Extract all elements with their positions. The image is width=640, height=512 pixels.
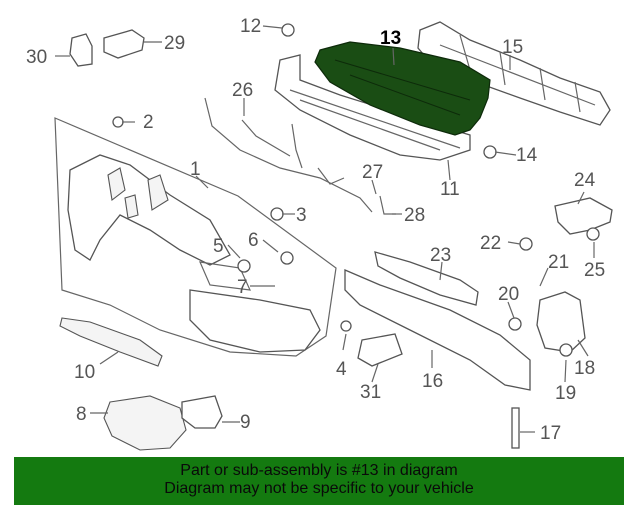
callout-12: 12: [240, 16, 261, 37]
callout-8: 8: [76, 404, 87, 425]
part-10-shape: [59, 317, 163, 367]
callout-28: 28: [404, 205, 425, 226]
callout-1: 1: [190, 159, 201, 180]
part-8-shape: [103, 395, 187, 451]
part-11-shape: [274, 54, 471, 161]
callout-26: 26: [232, 80, 253, 101]
part-31-shape: [357, 333, 403, 367]
leader-lines: [55, 25, 595, 433]
callout-17: 17: [540, 423, 561, 444]
callout-11: 11: [440, 179, 460, 200]
part-26-28-wiring: [204, 97, 396, 215]
part-16-shape: [344, 269, 531, 391]
callout-3: 3: [296, 205, 307, 226]
callout-labels: 1 2 3 4 5 6 7 8 9 10 11 12 13 14 15 16 1…: [26, 16, 605, 444]
part-29-30-shapes: [69, 29, 145, 67]
banner-line-2: Diagram may not be specific to your vehi…: [164, 480, 474, 497]
callout-29: 29: [164, 33, 185, 54]
callout-30: 30: [26, 47, 47, 68]
part-9-shape: [181, 395, 223, 429]
part-1-shape: [54, 117, 337, 357]
callout-9: 9: [240, 412, 251, 433]
callout-31: 31: [360, 382, 381, 403]
callout-25: 25: [584, 260, 605, 281]
callout-5: 5: [213, 236, 224, 257]
callout-23: 23: [430, 245, 451, 266]
parts-diagram: 1 2 3 4 5 6 7 8 9 10 11 12 13 14 15 16 1…: [26, 16, 613, 451]
part-24-shape: [554, 197, 613, 235]
callout-18: 18: [574, 358, 595, 379]
callout-10: 10: [74, 362, 95, 383]
callout-2: 2: [143, 112, 154, 133]
callout-7: 7: [237, 277, 248, 298]
callout-13: 13: [380, 28, 401, 49]
part-23-shape: [374, 251, 479, 306]
callout-15: 15: [502, 37, 523, 58]
callout-22: 22: [480, 233, 501, 254]
callout-20: 20: [498, 284, 519, 305]
callout-6: 6: [248, 230, 259, 251]
callout-19: 19: [555, 383, 576, 404]
callout-27: 27: [362, 162, 383, 183]
part-18-shape: [536, 291, 586, 353]
info-banner: Part or sub-assembly is #13 in diagram D…: [14, 457, 624, 505]
callout-14: 14: [516, 145, 538, 166]
banner-line-1: Part or sub-assembly is #13 in diagram: [180, 462, 458, 479]
callout-21: 21: [548, 252, 569, 273]
part-13-shape: [314, 41, 491, 136]
callout-24: 24: [574, 170, 596, 191]
small-fasteners: [112, 23, 600, 449]
callout-16: 16: [422, 371, 443, 392]
callout-4: 4: [336, 359, 347, 380]
